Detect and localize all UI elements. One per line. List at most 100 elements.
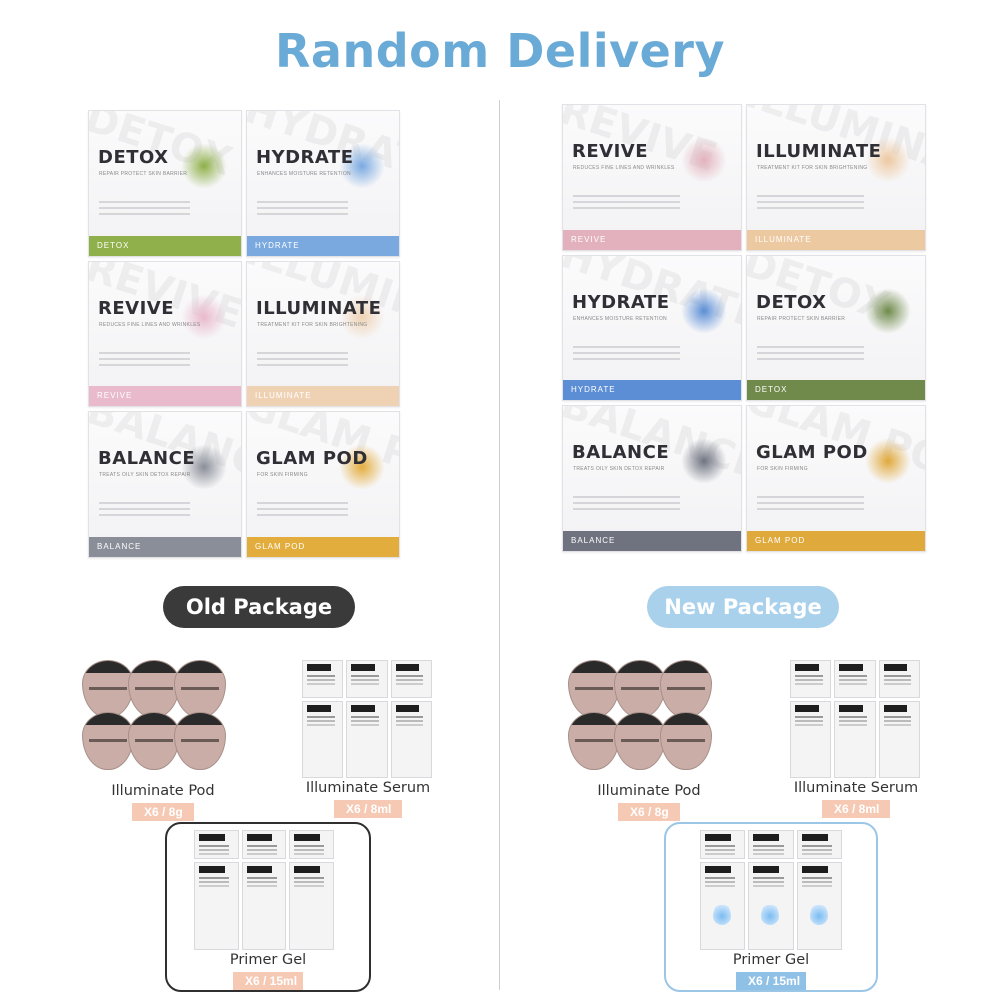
illuminate-pod-label: Illuminate Pod	[111, 783, 215, 799]
sachet-icon	[790, 701, 832, 778]
box-subtitle: ENHANCES MOISTURE RETENTION	[257, 171, 351, 177]
box-name: DETOX	[98, 147, 169, 168]
sachet-icon	[241, 830, 287, 860]
box-subtitle: REDUCES FINE LINES AND WRINKLES	[99, 321, 201, 328]
primer-gel-sachets	[194, 830, 334, 950]
pod-icon	[128, 660, 180, 718]
droplet-icon	[809, 903, 828, 926]
pod-icon	[660, 660, 712, 718]
droplet-icon	[761, 903, 780, 926]
box-spec-lines	[757, 345, 864, 364]
sachet-icon	[390, 701, 432, 778]
box-band: ILLUMINATE	[747, 229, 925, 250]
box-subtitle: TREATS OILY SKIN DETOX REPAIR	[573, 466, 665, 473]
box-subtitle: REDUCES FINE LINES AND WRINKLES	[573, 165, 675, 171]
sachet-icon	[878, 660, 920, 699]
box-emblem-icon	[865, 137, 911, 183]
sachet-icon	[302, 660, 344, 699]
sachet-icon	[194, 830, 239, 860]
box-band: HYDRATE	[247, 235, 399, 256]
box-subtitle: TREATMENT KIT FOR SKIN BRIGHTENING	[757, 165, 868, 171]
box-spec-lines	[99, 502, 191, 520]
page-title: Random Delivery	[275, 24, 725, 78]
box-spec-lines	[99, 201, 191, 219]
box-spec-lines	[573, 496, 680, 514]
box-emblem-icon	[339, 293, 385, 340]
box-name: REVIVE	[98, 297, 175, 319]
illuminate-serum-sachets	[790, 660, 920, 778]
illuminate-serum-qty: X6 / 8ml	[334, 800, 402, 818]
box-spec-lines	[757, 496, 864, 514]
pod-icon	[568, 660, 620, 718]
box-spec-lines	[257, 502, 349, 520]
box-spec-lines	[99, 351, 191, 370]
primer-gel-label: Primer Gel	[229, 952, 307, 968]
box-emblem-icon	[339, 444, 385, 491]
box-name: ILLUMINATE	[256, 297, 382, 319]
box-subtitle: TREATS OILY SKIN DETOX REPAIR	[99, 472, 191, 479]
sachet-icon	[700, 830, 746, 860]
box-name: DETOX	[756, 291, 827, 313]
old-package-badge: Old Package	[163, 586, 355, 628]
pod-icon	[82, 660, 134, 718]
new-primer-gel-frame	[664, 822, 878, 992]
box-name: GLAM POD	[256, 448, 368, 470]
product-box: HYDRATE HYDRATE ENHANCES MOISTURE RETENTIO…	[562, 254, 742, 402]
sachet-icon	[194, 862, 239, 950]
sachet-icon	[700, 862, 746, 950]
primer-gel-qty: X6 / 15ml	[736, 972, 806, 990]
product-box: ILLUMINATE ILLUMINATE TREATMENT KIT FOR SK…	[246, 260, 400, 408]
illuminate-serum-label: Illuminate Serum	[305, 780, 431, 796]
box-band: DETOX	[89, 235, 241, 256]
product-box: ILLUMINATE ILLUMINATE TREATMENT KIT FOR SK…	[746, 104, 926, 251]
box-spec-lines	[257, 351, 349, 370]
primer-gel-sachets	[700, 830, 842, 950]
center-divider	[499, 100, 500, 990]
new-package-badge: New Package	[647, 586, 839, 628]
sachet-icon	[748, 830, 794, 860]
box-band: HYDRATE	[563, 380, 741, 401]
sachet-icon	[834, 701, 876, 778]
box-subtitle: REPAIR PROTECT SKIN BARRIER	[757, 315, 846, 322]
box-subtitle: ENHANCES MOISTURE RETENTION	[573, 315, 667, 322]
box-name: GLAM POD	[756, 442, 868, 464]
pod-icon	[568, 712, 620, 770]
box-name: HYDRATE	[572, 291, 670, 313]
box-name: BALANCE	[98, 448, 196, 470]
box-emblem-icon	[681, 287, 727, 334]
box-subtitle: REPAIR PROTECT SKIN BARRIER	[99, 171, 188, 177]
pod-icon	[614, 712, 666, 770]
sachet-icon	[878, 701, 920, 778]
box-subtitle: FOR SKIN FIRMING	[257, 472, 308, 479]
pod-icon	[660, 712, 712, 770]
box-band: GLAM POD	[247, 537, 399, 557]
pod-icon	[174, 712, 226, 770]
box-spec-lines	[757, 195, 864, 213]
sachet-icon	[289, 830, 334, 860]
pod-icon	[174, 660, 226, 718]
box-spec-lines	[573, 345, 680, 364]
box-emblem-icon	[181, 444, 227, 491]
box-subtitle: TREATMENT KIT FOR SKIN BRIGHTENING	[257, 321, 368, 328]
sachet-icon	[241, 862, 287, 950]
box-band: ILLUMINATE	[247, 386, 399, 407]
illuminate-serum-qty: X6 / 8ml	[822, 800, 890, 818]
box-subtitle: FOR SKIN FIRMING	[757, 466, 808, 473]
box-name: ILLUMINATE	[756, 141, 882, 162]
old-primer-gel-frame	[165, 822, 371, 992]
primer-gel-label: Primer Gel	[732, 952, 810, 968]
box-emblem-icon	[865, 438, 911, 485]
box-emblem-icon	[681, 438, 727, 485]
box-emblem-icon	[339, 143, 385, 189]
sachet-icon	[790, 660, 832, 699]
sachet-icon	[748, 862, 794, 950]
sachet-icon	[796, 862, 842, 950]
